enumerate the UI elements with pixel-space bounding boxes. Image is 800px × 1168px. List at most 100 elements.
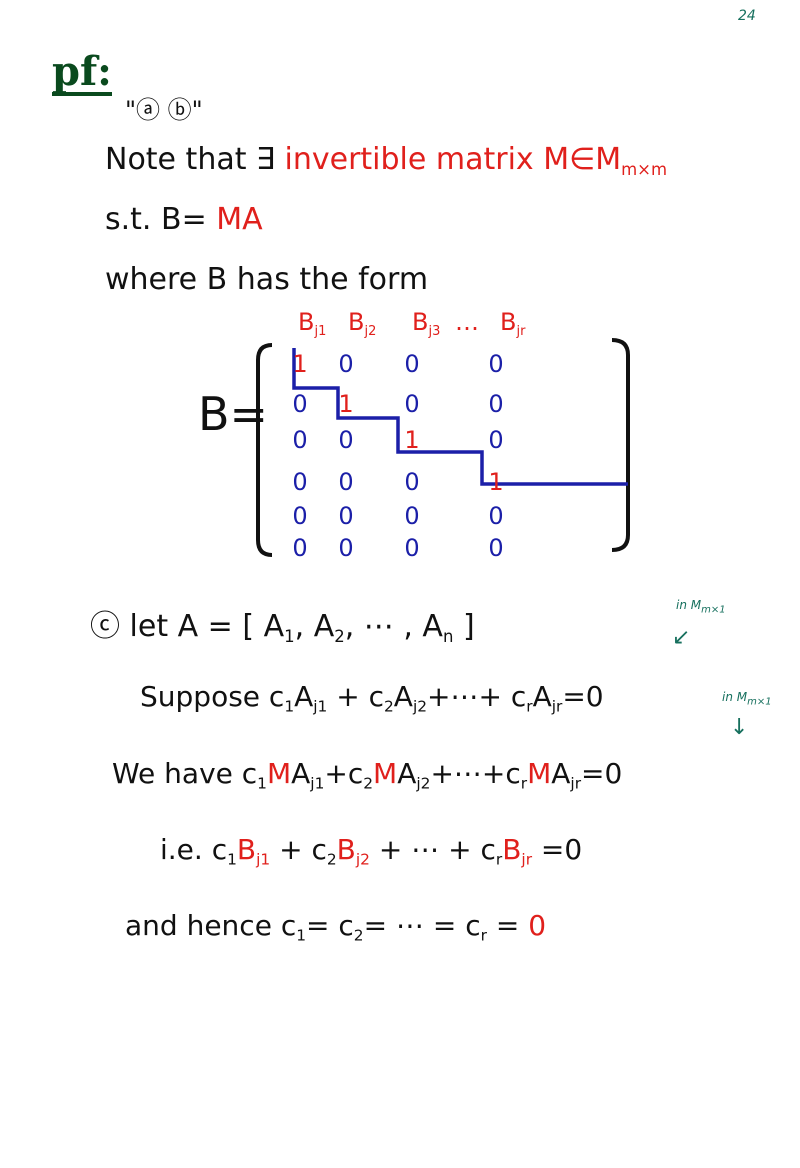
segment-text: +⋯+ c [427, 680, 527, 713]
subscript: 2 [384, 697, 394, 716]
matrix-entry: 0 [404, 502, 419, 530]
segment-text: ] [453, 609, 475, 644]
segment-text: = c [306, 909, 354, 942]
text-segment: Aj1 [294, 680, 328, 716]
left-bracket [256, 343, 273, 557]
matrix-entry: 0 [488, 350, 503, 378]
text-segment: +⋯+cr [430, 757, 528, 793]
text-segment: ⓒ let A = [ A1 [90, 609, 295, 645]
subscript: 1 [257, 774, 267, 793]
text-segment: Ajr [551, 757, 581, 792]
text-segment: +⋯+ cr [427, 680, 533, 716]
text-segment: Aj2 [397, 757, 430, 792]
matrix-entry: 0 [338, 468, 353, 496]
text-segment: 0 [528, 909, 546, 942]
segment-text: M [266, 757, 292, 790]
matrix-entry: 0 [292, 390, 307, 418]
proof-heading: pf: [52, 48, 112, 96]
column-label: … [455, 308, 479, 336]
text-segment: , ⋯ , An [345, 609, 454, 645]
annotation-in-m-1: in Mm×1 [676, 598, 726, 616]
text-segment: =0 [581, 757, 622, 790]
text-segment: Suppose c1 [140, 680, 295, 716]
matrix-entry: 0 [292, 468, 307, 496]
text-segment: +c2 [324, 757, 373, 792]
segment-text: + c [327, 680, 384, 713]
segment-text: , A [294, 609, 335, 644]
matrix-entry: 1 [404, 426, 419, 454]
segment-text: and hence c [125, 909, 297, 942]
where-line: where B has the form [105, 265, 428, 295]
matrix-entry: 0 [338, 502, 353, 530]
staircase-line [292, 348, 628, 486]
text-segment: ] [453, 609, 475, 644]
text-segment: where B has the form [105, 262, 428, 297]
arrow-down-icon: ↓ [730, 715, 749, 740]
segment-text: A [393, 680, 413, 713]
matrix-entry: 0 [292, 534, 307, 562]
column-label: Bjr [500, 308, 526, 339]
subscript: 1 [227, 850, 237, 869]
subscript: 2 [353, 926, 364, 945]
subscript: 2 [334, 626, 345, 646]
matrix-entry: 0 [404, 534, 419, 562]
subscript: j1 [310, 774, 325, 793]
segment-text: = [486, 909, 529, 942]
subscript: jr [521, 850, 533, 869]
segment-text: + ⋯ + c [369, 833, 496, 866]
text-segment: Bj1 [237, 833, 270, 868]
text-segment: Aj1 [291, 757, 325, 793]
column-label: Bj1 [298, 308, 326, 339]
segment-text: M [527, 757, 552, 790]
subscript: r [520, 774, 528, 793]
segment-text: MA [216, 202, 263, 237]
subscript: jr [551, 697, 563, 716]
matrix-entry: 0 [404, 390, 419, 418]
segment-text: i.e. c [160, 833, 228, 866]
text-segment: M [267, 757, 291, 790]
matrix-entry: 0 [488, 534, 503, 562]
matrix-entry: 0 [292, 426, 307, 454]
let-line: ⓒ let A = [ A1, A2, ⋯ , An ] [90, 612, 475, 645]
suppose-line: Suppose c1Aj1 + c2Aj2+⋯+ crAjr=0 [140, 683, 604, 715]
subscript: r [526, 697, 533, 716]
matrix-entry: 1 [488, 468, 503, 496]
page-number: 24 [738, 8, 756, 24]
segment-text: B [336, 833, 356, 866]
subscript: 1 [284, 697, 295, 716]
annotation-in-m-2: in Mm×1 [722, 690, 772, 708]
text-segment: i.e. c1 [160, 833, 237, 869]
text-segment: Bjr [502, 833, 533, 869]
text-segment: =0 [532, 833, 582, 866]
segment-text: s.t. B= [105, 202, 217, 237]
matrix-entry: 0 [488, 390, 503, 418]
matrix-entry: 0 [292, 502, 307, 530]
matrix-entry: 1 [292, 350, 307, 378]
text-segment: = [487, 909, 528, 942]
subscript: r [495, 850, 503, 869]
text-segment: Ajr [532, 680, 563, 716]
text-segment: and hence c1 [125, 909, 307, 945]
segment-text: =0 [562, 680, 604, 713]
parts-ab-label: "ⓐ ⓑ" [125, 96, 203, 124]
segment-text: invertible matrix M∈M [284, 142, 622, 177]
segment-text: ⓒ let A = [ A [90, 609, 285, 644]
arrow-down-icon: ↙ [672, 625, 691, 650]
segment-text: A [532, 680, 552, 713]
matrix-entry: 0 [404, 468, 419, 496]
segment-text: +⋯+c [430, 757, 521, 790]
segment-text: Note that ∃ [105, 142, 285, 177]
hence-line: and hence c1= c2= ⋯ = cr = 0 [125, 912, 546, 944]
segment-text: A [397, 757, 417, 790]
subscript: r [480, 926, 487, 945]
segment-text: Suppose c [140, 680, 285, 713]
subscript: j1 [313, 697, 328, 716]
text-segment: MA [216, 202, 262, 237]
right-bracket [611, 338, 630, 552]
subscript: 1 [296, 926, 307, 945]
text-segment: M [373, 757, 397, 790]
segment-text: = ⋯ = c [363, 909, 481, 942]
text-segment: , A2 [294, 609, 345, 646]
